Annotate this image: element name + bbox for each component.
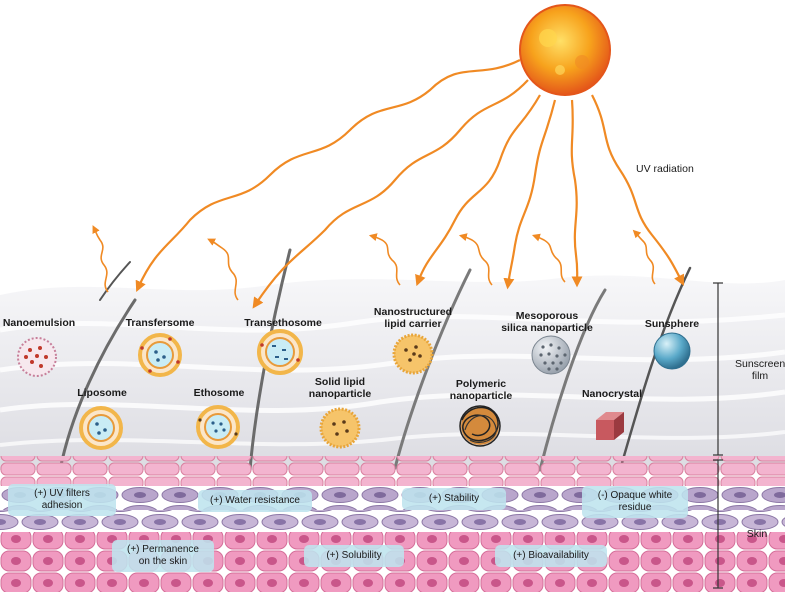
label-polymeric-nanoparticle: Polymeric nanoparticle xyxy=(449,378,513,402)
uv-radiation-label: UV radiation xyxy=(636,163,694,175)
benefit-uv-filters-adhesion: (+) UV filters adhesion xyxy=(8,484,116,516)
skin-label: Skin xyxy=(746,528,768,540)
benefit-bioavailability: (+) Bioavailability xyxy=(495,545,607,567)
nanoemulsion-particle-icon xyxy=(17,337,57,377)
liposome-particle-icon xyxy=(79,406,123,450)
label-nanoemulsion: Nanoemulsion xyxy=(2,317,76,329)
label-nanostructured-lipid-carrier: Nanostructured lipid carrier xyxy=(373,306,453,330)
polymeric-particle-icon xyxy=(459,405,501,447)
uv-incoming-arrows xyxy=(135,59,684,309)
benefit-opaque-white-residue: (-) Opaque white residue xyxy=(582,486,688,518)
transethosome-particle-icon xyxy=(257,329,303,375)
sunsphere-particle-icon xyxy=(653,332,691,370)
benefit-water-resistance: (+) Water resistance xyxy=(198,490,312,512)
sln-particle-icon xyxy=(319,407,361,449)
sunscreen-film-label: Sunscreen film xyxy=(735,358,785,382)
scale-brackets xyxy=(713,282,723,589)
sun-icon xyxy=(519,4,611,96)
hair-strands xyxy=(58,248,692,472)
label-sunsphere: Sunsphere xyxy=(644,318,700,330)
benefit-solubility: (+) Solubility xyxy=(304,545,404,567)
ethosome-particle-icon xyxy=(196,405,240,449)
nlc-particle-icon xyxy=(392,333,434,375)
benefit-stability: (+) Stability xyxy=(402,488,506,510)
benefit-permanence-on-skin: (+) Permanence on the skin xyxy=(112,540,214,572)
label-liposome: Liposome xyxy=(77,387,127,399)
label-solid-lipid-nanoparticle: Solid lipid nanoparticle xyxy=(308,376,372,400)
nanocrystal-particle-icon xyxy=(596,412,624,440)
label-ethosome: Ethosome xyxy=(193,387,245,399)
label-nanocrystal: Nanocrystal xyxy=(581,388,643,400)
label-mesoporous-silica-nanoparticle: Mesoporous silica nanoparticle xyxy=(501,310,593,334)
uv-reflected-arrows xyxy=(92,225,656,301)
label-transethosome: Transethosome xyxy=(244,317,322,329)
label-transfersome: Transfersome xyxy=(125,317,195,329)
transfersome-particle-icon xyxy=(138,333,182,377)
mesoporous-silica-particle-icon xyxy=(531,335,571,375)
